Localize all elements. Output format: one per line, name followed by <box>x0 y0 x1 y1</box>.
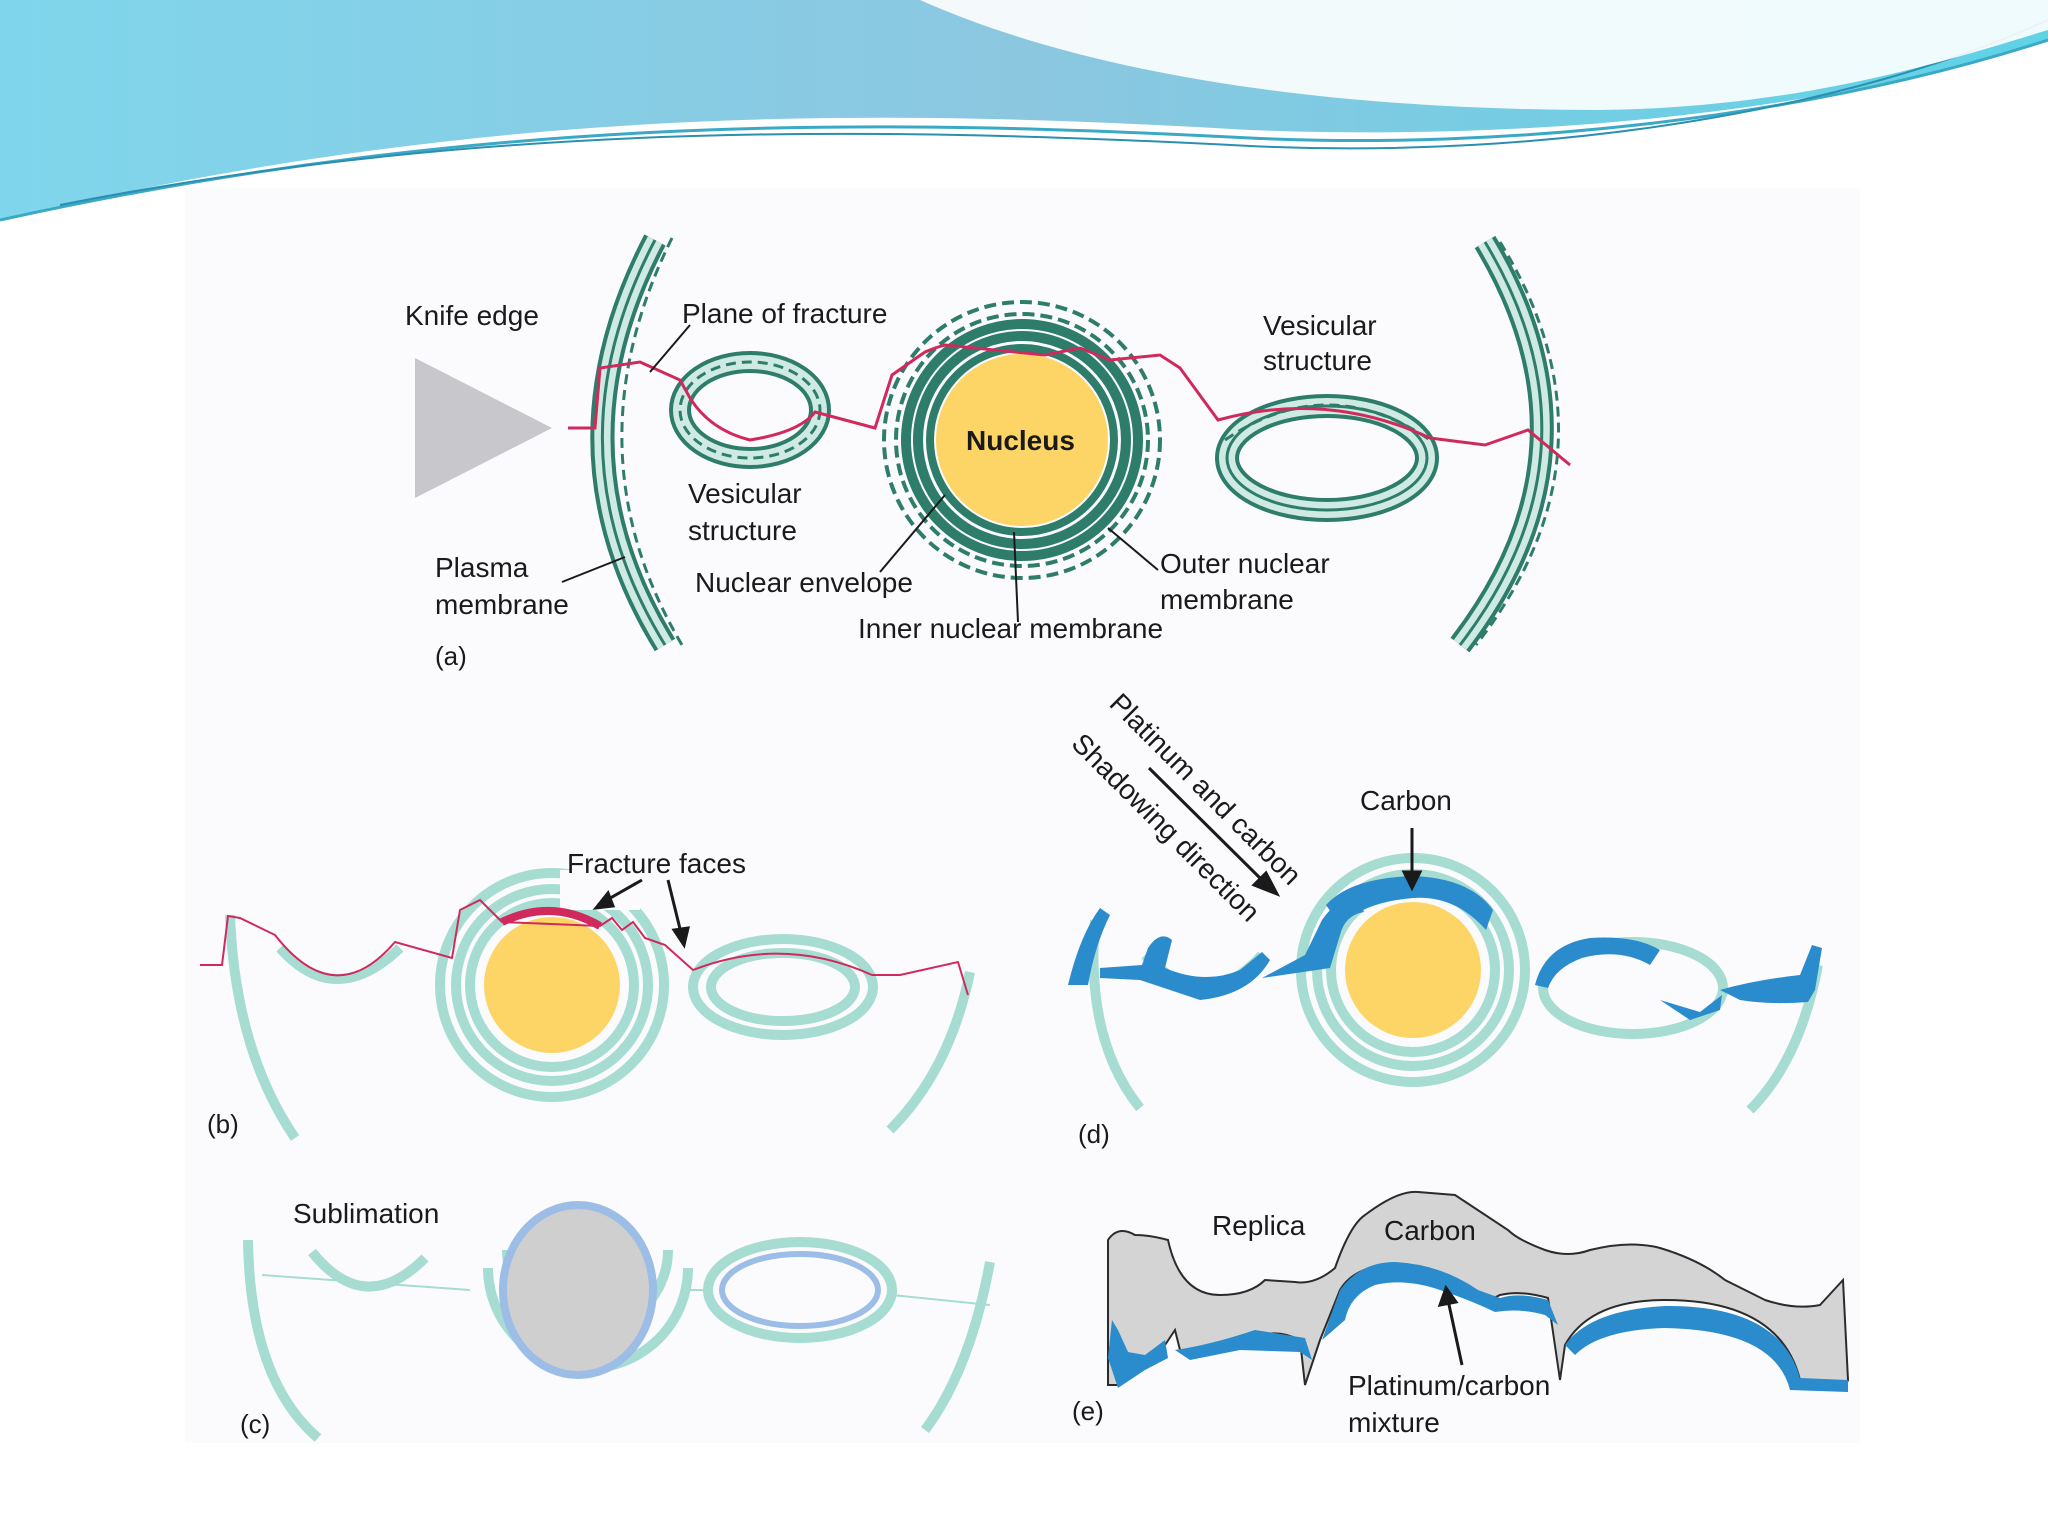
label-vesicular-left-1: Vesicular <box>688 478 802 509</box>
label-carbon-e: Carbon <box>1384 1215 1476 1246</box>
e-platinum-carbon <box>1108 1262 1848 1392</box>
label-vesicular-right-1: Vesicular <box>1263 310 1377 341</box>
label-sublimation: Sublimation <box>293 1198 439 1229</box>
c-sublimated-nucleus <box>499 1201 657 1379</box>
leader-inner-membrane <box>1013 531 1019 623</box>
panel-letter-c: (c) <box>240 1409 270 1439</box>
label-vesicular-right-2: structure <box>1263 345 1372 376</box>
b-fracture-face <box>500 906 603 930</box>
knife-edge-shape <box>415 358 552 498</box>
b-plasma-right <box>886 970 975 1134</box>
b-plasma-left <box>225 914 300 1141</box>
label-outer-membrane-2: membrane <box>1160 584 1294 615</box>
label-plasma-2: membrane <box>435 589 569 620</box>
c-plasma-right <box>920 1261 995 1433</box>
label-knife-edge: Knife edge <box>405 300 539 331</box>
c-plasma-left <box>243 1239 322 1442</box>
panel-b: Fracture faces (b) <box>200 848 975 1141</box>
leader-nuclear-envelope <box>879 494 946 573</box>
panel-letter-b: (b) <box>207 1109 239 1139</box>
label-plasma-1: Plasma <box>435 552 529 583</box>
b-envelope-outer <box>435 868 669 1102</box>
label-nucleus: Nucleus <box>966 425 1075 456</box>
d-nucleus <box>1345 902 1481 1038</box>
plasma-membrane-left <box>590 234 684 652</box>
leader-plasma-membrane <box>561 556 626 583</box>
label-nuclear-envelope: Nuclear envelope <box>695 567 913 598</box>
b-vesicle-cup <box>276 944 404 984</box>
panel-e: Replica Carbon Platinum/carbon mixture (… <box>1072 1190 1850 1438</box>
arrow-fracture-face-2 <box>666 879 684 938</box>
leader-plane-of-fracture <box>649 324 691 373</box>
label-vesicular-left-2: structure <box>688 515 797 546</box>
panel-letter-a: (a) <box>435 641 467 671</box>
panel-c: Sublimation (c) <box>240 1198 995 1442</box>
header-wave <box>0 0 2048 222</box>
arrow-shadowing <box>1147 766 1266 884</box>
label-mixture-2: mixture <box>1348 1407 1440 1438</box>
label-mixture-1: Platinum/carbon <box>1348 1370 1550 1401</box>
c-ice-surface <box>261 1274 991 1306</box>
nucleus-shape <box>936 354 1108 526</box>
panel-a: Knife edge Plane of fracture Vesicular s… <box>405 234 1571 671</box>
fracture-plane-line <box>568 343 1571 467</box>
plasma-membrane-right <box>1450 235 1561 653</box>
label-replica: Replica <box>1212 1210 1306 1241</box>
nucleus-envelope <box>882 300 1162 580</box>
panel-letter-e: (e) <box>1072 1396 1104 1426</box>
label-inner-membrane: Inner nuclear membrane <box>858 613 1163 644</box>
vesicle-right <box>1215 394 1439 522</box>
label-outer-membrane-1: Outer nuclear <box>1160 548 1330 579</box>
label-plane-of-fracture: Plane of fracture <box>682 298 887 329</box>
panel-letter-d: (d) <box>1078 1119 1110 1149</box>
d-platinum-deposit <box>1068 876 1822 1020</box>
b-fracture-line <box>200 898 969 996</box>
label-fracture-faces: Fracture faces <box>567 848 746 879</box>
b-nucleus <box>484 917 620 1053</box>
label-carbon-d: Carbon <box>1360 785 1452 816</box>
leader-outer-membrane <box>1107 527 1159 571</box>
arrow-platinum-mixture <box>1446 1299 1464 1366</box>
vesicle-left <box>669 351 831 469</box>
b-vesicle-right <box>688 934 878 1040</box>
c-vesicle-cup <box>308 1248 429 1292</box>
